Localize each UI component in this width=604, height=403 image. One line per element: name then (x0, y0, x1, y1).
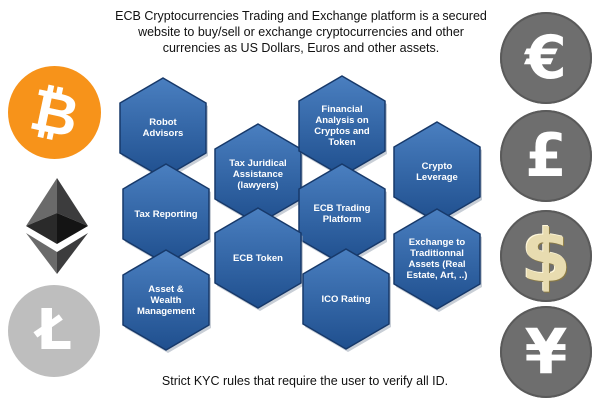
dollar-glyph: $ (520, 214, 572, 298)
hex-ico-rating (302, 248, 390, 350)
intro-line-3: currencies as US Dollars, Euros and othe… (162, 41, 440, 55)
dollar-icon: $ (500, 210, 592, 302)
intro-text: ECB Cryptocurrencies Trading and Exchang… (96, 8, 506, 56)
ethereum-icon (26, 178, 88, 274)
yen-icon: ¥ (500, 306, 592, 398)
litecoin-glyph: Ł (36, 298, 72, 363)
kyc-note: Strict KYC rules that require the user t… (161, 374, 449, 388)
pound-glyph: £ (525, 121, 567, 191)
intro-line-2: website to buy/sell or exchange cryptocu… (138, 25, 464, 39)
yen-glyph: ¥ (524, 315, 568, 388)
intro-line-1: ECB Cryptocurrencies Trading and Exchang… (115, 9, 487, 23)
hex-ecb-token (214, 207, 302, 309)
euro-icon: € (500, 12, 592, 104)
euro-glyph: € (525, 23, 567, 93)
hex-exchange-traditional (393, 208, 481, 310)
bitcoin-icon: ₿ (8, 66, 101, 159)
pound-icon: £ (500, 110, 592, 202)
hex-asset-wealth (122, 249, 210, 351)
litecoin-icon: Ł (8, 285, 100, 377)
